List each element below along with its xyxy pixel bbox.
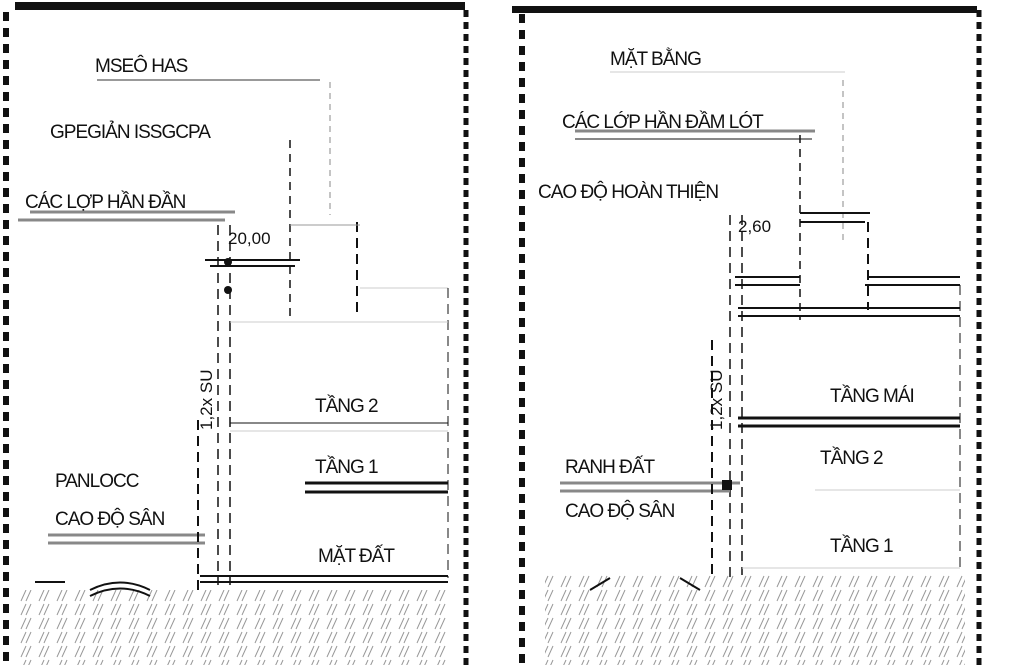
floor-label-mid: TẦNG 1 bbox=[315, 456, 378, 478]
label-roof-layers: CÁC LỚP HẦN ĐẦM LÓT bbox=[562, 111, 764, 133]
top-border bbox=[15, 2, 465, 10]
label-top: MSEÔ HAS bbox=[95, 55, 188, 77]
label-top: MẶT BẰNG bbox=[610, 48, 701, 70]
dimension-top: 20,00 bbox=[228, 229, 271, 248]
dimension-height: 1,2x SU bbox=[707, 370, 726, 430]
ground-break-symbol bbox=[35, 581, 151, 597]
ground-hatch bbox=[545, 575, 965, 665]
right-section-panel: MẶT BẰNG CÁC LỚP HẦN ĐẦM LÓT CAO ĐỘ HOÀN… bbox=[512, 6, 982, 665]
dimension-top: 2,60 bbox=[738, 217, 771, 236]
label-roof-layers: GPEGIẢN ISSGCPA bbox=[50, 121, 211, 143]
floor-label-mid: TẦNG 2 bbox=[820, 447, 883, 469]
floor-label-upper: TẦNG MÁI bbox=[830, 385, 914, 407]
level-marker bbox=[224, 286, 232, 294]
left-section-panel: MSEÔ HAS GPEGIẢN ISSGCPA CÁC LỢP HẦN ĐẦN… bbox=[3, 2, 469, 665]
label-boundary: PANLOCC bbox=[55, 471, 139, 492]
label-finish-level: CAO ĐỘ HOÀN THIỆN bbox=[538, 181, 718, 203]
label-boundary: RANH ĐẤT bbox=[565, 456, 656, 478]
label-yard-level: CAO ĐỘ SÂN bbox=[55, 508, 165, 530]
floor-label-ground: TẦNG 1 bbox=[830, 535, 893, 557]
top-border bbox=[512, 6, 977, 13]
floor-label-upper: TẦNG 2 bbox=[315, 395, 378, 417]
level-marker bbox=[224, 258, 232, 266]
level-marker bbox=[722, 480, 732, 490]
label-finish-layers: CÁC LỢP HẦN ĐẦN bbox=[25, 191, 186, 213]
dimension-height: 1,2x SU bbox=[197, 370, 216, 430]
ground-break-symbol bbox=[589, 577, 701, 591]
floor-label-ground: MẶT ĐẤT bbox=[318, 545, 395, 567]
ground-hatch bbox=[18, 590, 448, 665]
label-yard-level: CAO ĐỘ SÂN bbox=[565, 500, 675, 522]
